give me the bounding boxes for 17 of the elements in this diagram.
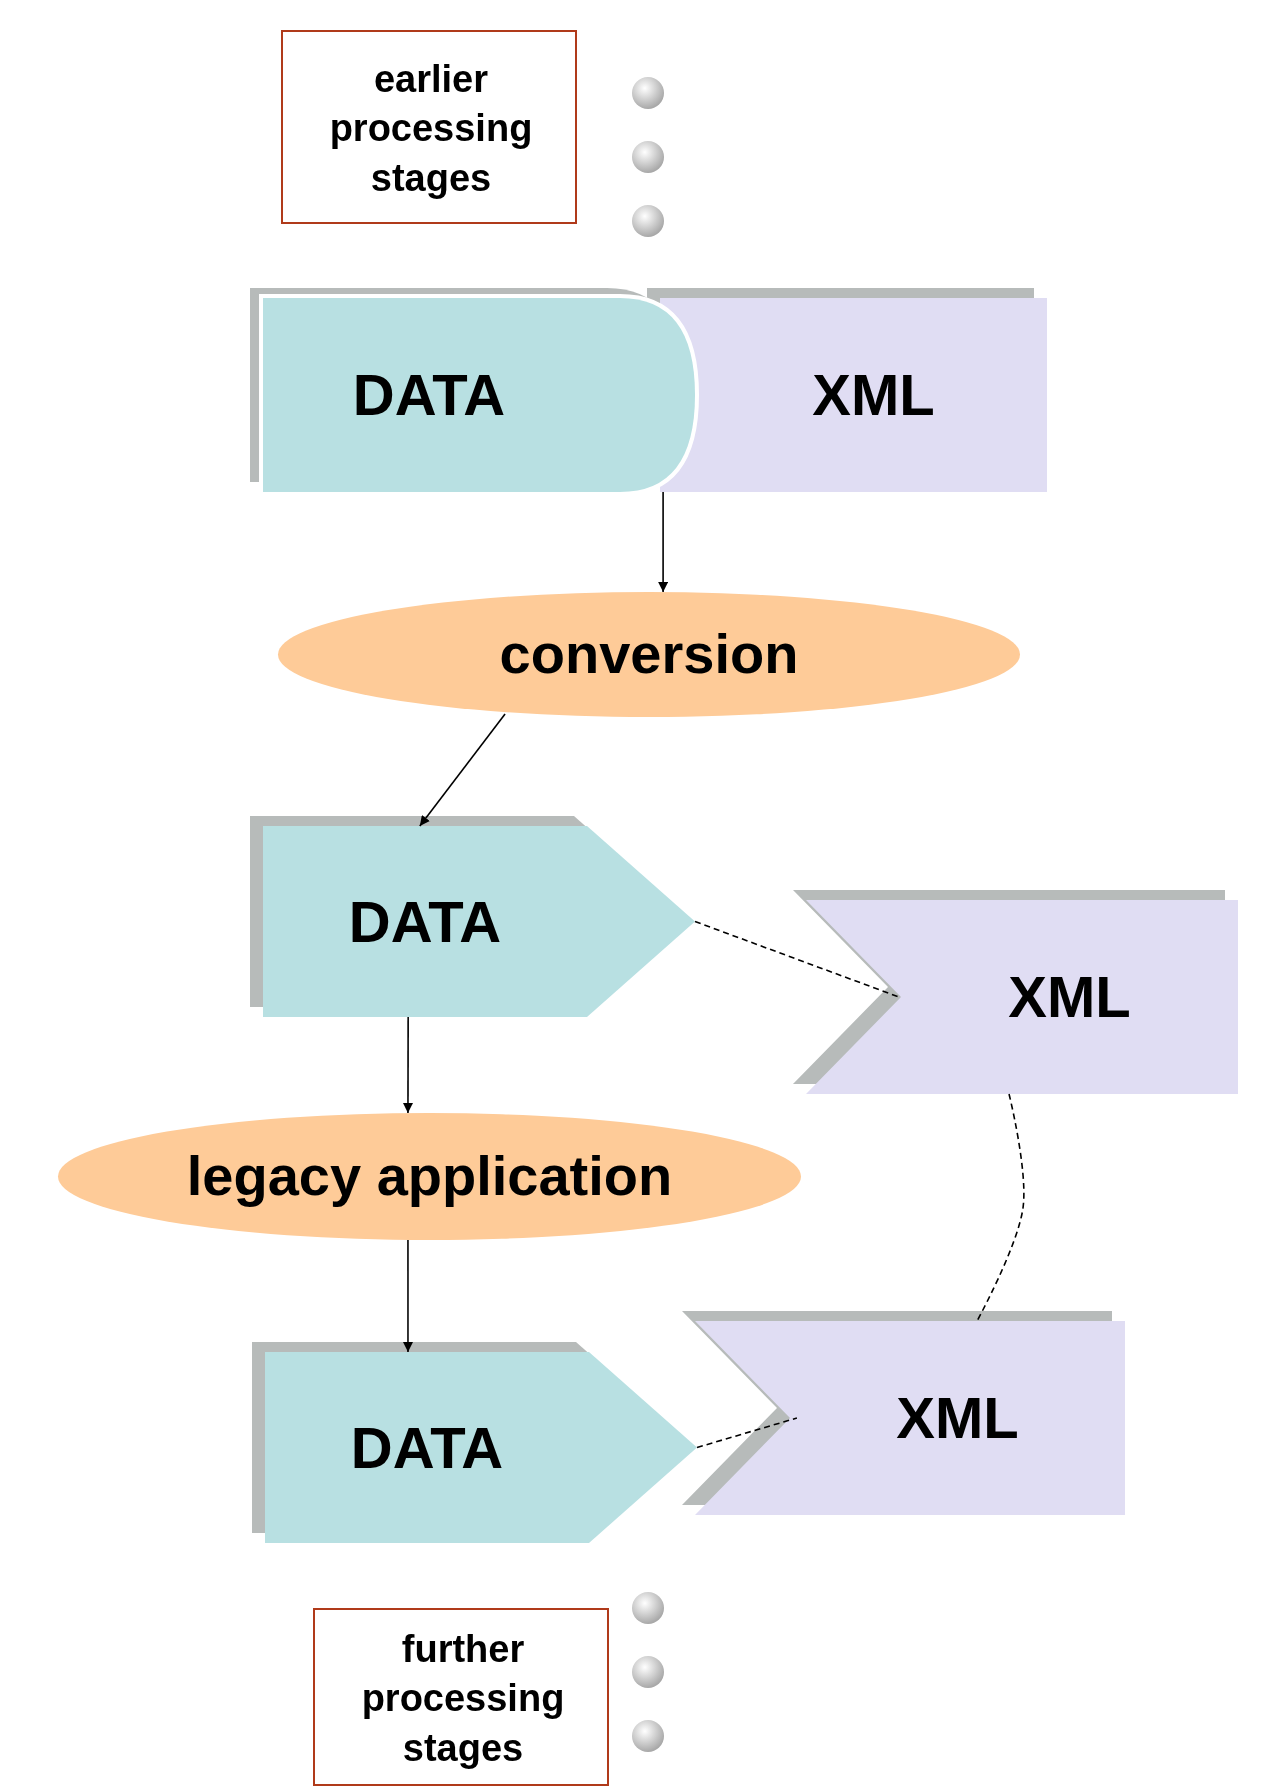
node-title: XML xyxy=(1008,963,1131,1032)
node-label: earlier processing stages xyxy=(328,56,534,201)
arrow xyxy=(658,491,669,593)
process-box xyxy=(281,30,577,224)
node-title: DATA xyxy=(348,887,502,956)
dashed-connector xyxy=(976,1093,1025,1322)
node-label: further processing stages xyxy=(360,1626,566,1771)
node-title: DATA xyxy=(350,1413,504,1482)
arrow xyxy=(403,1239,413,1353)
arrow xyxy=(419,713,506,827)
process-box xyxy=(313,1608,609,1786)
arrow xyxy=(402,1016,413,1114)
node-label: conversion xyxy=(499,621,799,688)
node-title: XML xyxy=(812,361,935,430)
node-title: XML xyxy=(896,1384,1019,1453)
dashed-connector xyxy=(696,1417,798,1449)
node-label: legacy application xyxy=(186,1143,673,1210)
